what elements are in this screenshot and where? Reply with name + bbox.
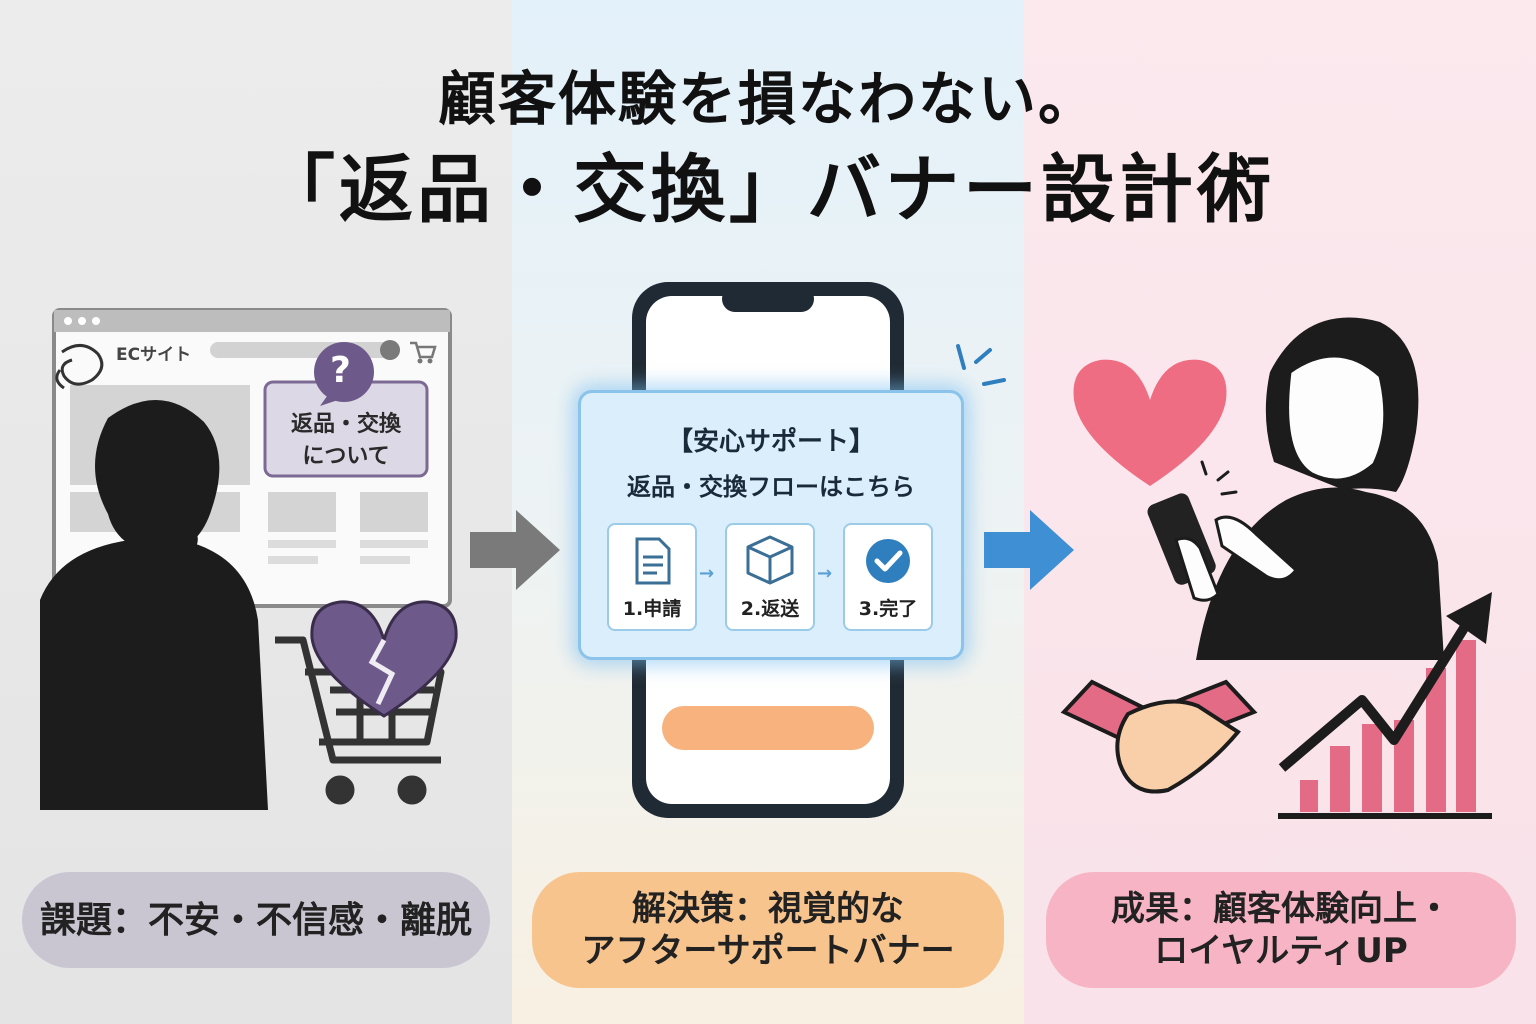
banner-heading: 【安心サポート】 [666,427,875,457]
step-label-apply: 1.申請 [622,598,682,620]
result-caption-line1: 成果：顧客体験向上・ [1111,888,1451,929]
problem-caption: 課題：不安・不信感・離脱 [22,872,490,968]
step-label-return: 2.返送 [740,598,800,620]
support-banner[interactable]: 【安心サポート】 返品・交換フローはこちら 1.申請 → 2.返送 → 3.完了 [578,390,964,660]
title-line-2: 「返品・交換」バナー設計術 [261,147,1275,233]
solution-caption: 解決策：視覚的な アフターサポートバナー [532,872,1004,988]
blue-arrow-icon [984,510,1074,590]
happy-customer-figure [1147,317,1444,660]
browser-site-label: ECサイト [116,345,192,365]
gray-arrow-icon [470,510,560,590]
problem-caption-text: 課題：不安・不信感・離脱 [39,899,472,941]
result-caption-line2: ロイヤルティUP [1154,931,1408,971]
title-line-1: 顧客体験を損なわない。 [437,65,1098,133]
solution-caption-line2: アフターサポートバナー [581,931,955,971]
handshake-icon [1060,679,1258,794]
step-complete[interactable]: 3.完了 [843,523,933,631]
heart-icon [1073,359,1227,486]
bubble-text-line1: 返品・交換 [290,412,401,437]
broken-heart-icon [310,600,458,718]
help-bubble [263,342,429,478]
box-icon [746,535,794,585]
check-circle-icon [866,539,910,583]
step-apply[interactable]: 1.申請 [607,523,697,631]
trend-arrow-head-icon [1446,592,1492,644]
phone-vibration-icon [1200,460,1238,496]
bubble-text-line2: について [302,444,390,469]
cta-button-shape [662,706,874,750]
question-mark-icon: ? [330,350,351,391]
worried-customer-figure [40,399,268,810]
solution-caption-line1: 解決策：視覚的な [632,888,904,929]
step-arrow-icon: → [817,563,833,584]
cart-mini-icon [410,341,437,364]
document-icon [635,537,671,585]
search-icon [380,340,400,360]
step-label-complete: 3.完了 [858,598,918,620]
step-arrow-icon: → [699,563,715,584]
attention-burst-icon [956,344,1006,386]
growth-bar-chart-icon [1278,592,1492,819]
result-caption: 成果：顧客体験向上・ ロイヤルティUP [1046,872,1516,988]
step-return[interactable]: 2.返送 [725,523,815,631]
confusion-swirl-icon [55,344,104,390]
banner-subheading: 返品・交換フローはこちら [627,473,915,501]
